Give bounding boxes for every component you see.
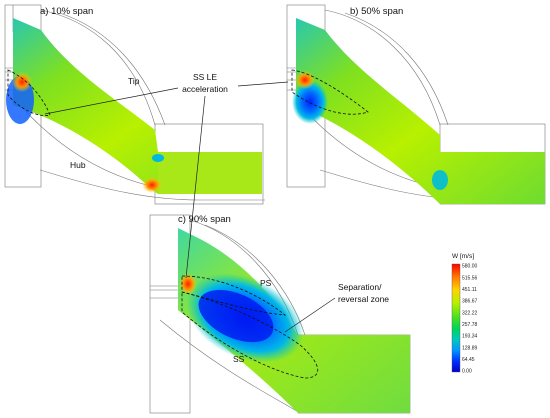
panel-c-title: c) 90% span bbox=[178, 214, 231, 225]
ss-le-callout: SS LE acceleration bbox=[44, 72, 289, 279]
colorbar-tick-label: 451.11 bbox=[462, 287, 477, 293]
separation-label-line1: Separation/ bbox=[338, 282, 382, 292]
colorbar-tick-label: 193.34 bbox=[462, 334, 478, 340]
colorbar-title: W [m/s] bbox=[452, 253, 474, 260]
colorbar-tick-label: 257.78 bbox=[462, 322, 478, 328]
colorbar-gradient bbox=[451, 263, 461, 373]
panel-b: b) 50% span bbox=[286, 4, 546, 205]
ss-le-label-line2: acceleration bbox=[182, 84, 228, 94]
separation-callout: Separation/ reversal zone bbox=[284, 282, 389, 333]
panel-b-title: b) 50% span bbox=[350, 6, 403, 17]
panel-a-outlet-field bbox=[158, 152, 262, 194]
panel-c-dashed-region-lower bbox=[181, 291, 318, 379]
colorbar-tick-label: 386.67 bbox=[462, 299, 478, 305]
panel-c-dashed-region-upper bbox=[181, 275, 287, 316]
colorbar-tick-label: 580.00 bbox=[462, 264, 478, 270]
panel-c: c) 90% span PS SS bbox=[149, 214, 411, 414]
ps-label: PS bbox=[260, 278, 272, 288]
ss-le-label-line1: SS LE bbox=[193, 72, 217, 82]
panel-a: a) 10% span Tip Hub bbox=[4, 4, 265, 205]
hub-label: Hub bbox=[70, 160, 86, 170]
colorbar-tick-label: 128.89 bbox=[462, 345, 478, 351]
tip-label: Tip bbox=[128, 76, 140, 86]
colorbar-tick-label: 515.56 bbox=[462, 275, 478, 281]
panel-b-flow-field bbox=[296, 18, 545, 204]
colorbar-ticks: 580.00 515.56 451.11 386.67 322.22 257.78 193.… bbox=[462, 264, 478, 375]
separation-label-line2: reversal zone bbox=[338, 294, 389, 304]
colorbar-tick-label: 322.22 bbox=[462, 310, 478, 316]
panel-b-dashed-region bbox=[291, 69, 369, 115]
ss-label: SS bbox=[233, 354, 245, 364]
colorbar: W [m/s] 580.00 515.56 451.11 386.67 322.22 25… bbox=[451, 253, 478, 375]
colorbar-tick-label: 64.45 bbox=[462, 357, 475, 363]
colorbar-tick-label: 0.00 bbox=[462, 369, 472, 375]
panel-a-title: a) 10% span bbox=[40, 6, 93, 17]
